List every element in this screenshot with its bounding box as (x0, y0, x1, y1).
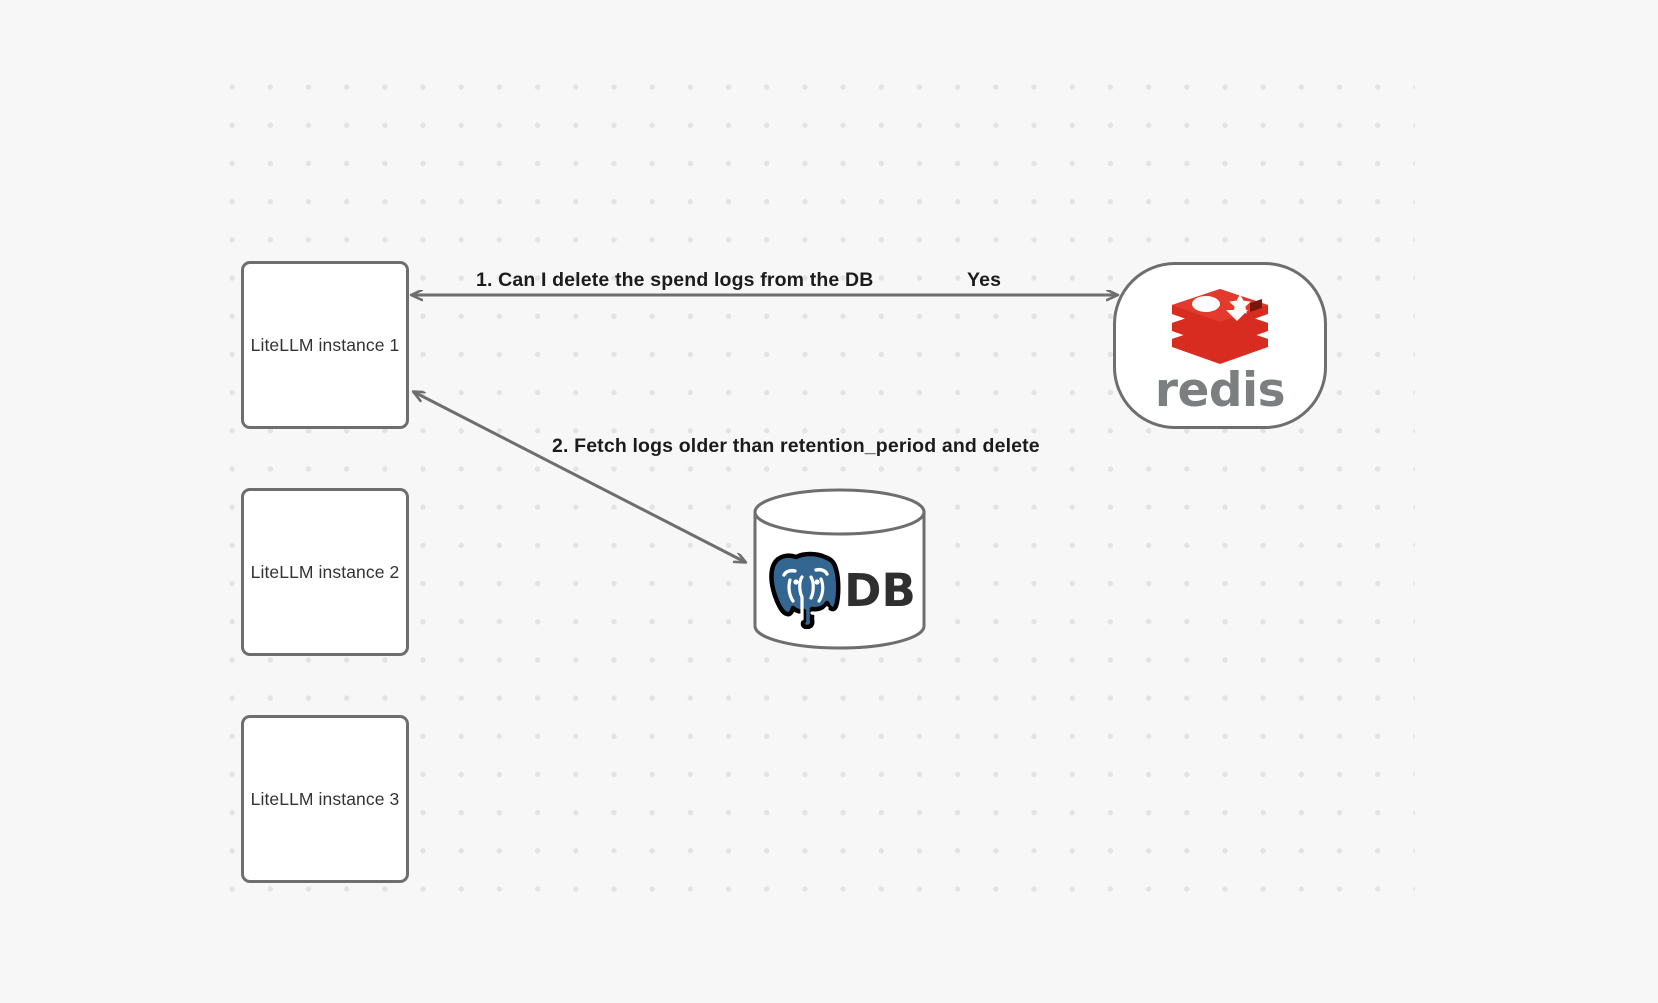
edge-litellm1-to-database (414, 392, 745, 562)
postgresql-elephant-icon (769, 551, 841, 629)
redis-wordmark: redis (1154, 363, 1286, 418)
database-logo-label: DB (762, 548, 922, 632)
node-label: LiteLLM instance 3 (250, 788, 400, 809)
edge-label-redis-reply: Yes (967, 269, 1002, 291)
redis-logo: redis (1154, 277, 1286, 418)
node-litellm-instance-2[interactable]: LiteLLM instance 2 (241, 488, 409, 656)
node-redis[interactable]: redis (1113, 262, 1327, 429)
node-litellm-instance-1[interactable]: LiteLLM instance 1 (241, 261, 409, 429)
edge-label-database-fetch: 2. Fetch logs older than retention_perio… (552, 435, 1040, 457)
edge-label-redis-question: 1. Can I delete the spend logs from the … (476, 269, 874, 291)
node-label: LiteLLM instance 1 (250, 334, 400, 355)
node-litellm-instance-3[interactable]: LiteLLM instance 3 (241, 715, 409, 883)
node-label: LiteLLM instance 2 (250, 561, 400, 582)
database-label: DB (844, 563, 916, 617)
redis-stack-icon (1171, 289, 1268, 364)
